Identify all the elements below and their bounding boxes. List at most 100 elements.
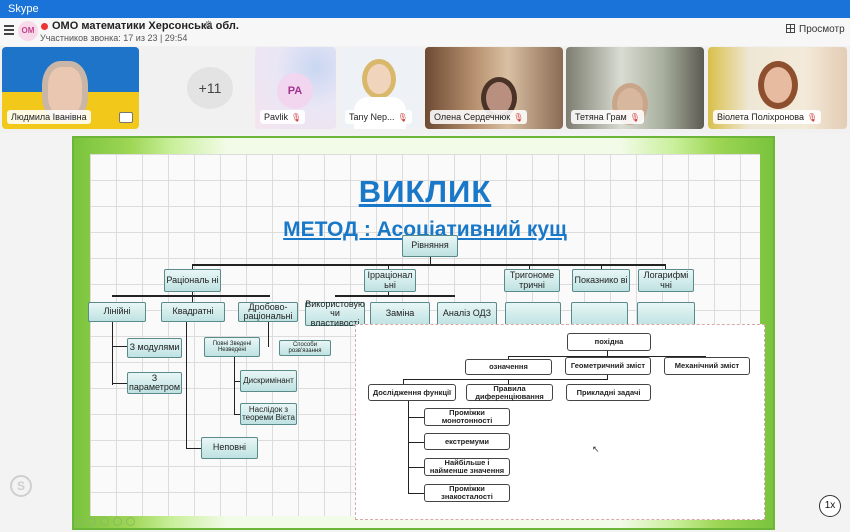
participant-name-wrap: Тетяна Грам🎙 [571,110,644,124]
node-fractional: Дробово- раціональні [238,302,298,322]
mouse-cursor-icon: ↖ [592,444,600,454]
node-exponential: Показнико ві [572,269,630,292]
participant-tile-5[interactable]: Віолета Поліхронова🎙 [708,47,847,129]
connector [665,264,666,270]
app-title: Skype [8,3,39,15]
group-avatar[interactable]: OM [18,21,38,41]
node-logarithmic: Логарифмі чні [638,269,694,292]
more-options-icon[interactable] [126,517,135,526]
participant-tile-3[interactable]: Олена Сердечнюк🎙 [425,47,563,129]
node-irrational: Ірраціонал ьні [364,269,416,292]
connector [408,493,424,494]
participant-name-wrap: Pavlik🎙 [260,110,306,124]
participant-name: Tany Nep... [349,112,395,122]
connector [192,264,666,266]
slide-title: ВИКЛИК [358,174,492,209]
connector [186,448,202,449]
screen-share-icon[interactable] [119,112,133,123]
participant-tile-1[interactable]: PA Pavlik🎙 [255,47,336,129]
connector [508,356,509,359]
node-incomplete: Неповні [201,437,258,459]
node-discriminant: Дискримінант [240,370,297,392]
node-trigonometric: Тригономе тричні [504,269,560,292]
node-definition: означення [465,359,552,375]
participant-tile-0[interactable]: Людмила Іванівна [2,47,139,129]
connector [335,295,455,297]
connector [186,321,187,449]
participant-avatar: PA [277,73,313,109]
connector [408,417,424,418]
view-button[interactable]: Просмотр [786,24,845,35]
participant-name-wrap: Tany Nep...🎙 [345,110,412,124]
skype-logo-icon: S [10,475,32,497]
grid-icon [786,24,795,33]
connector [234,381,240,382]
mic-muted-icon: 🎙 [807,113,818,122]
node-derivative: похідна [567,333,651,351]
node-empty [505,302,561,326]
mic-muted-icon: 🎙 [397,113,408,122]
view-label: Просмотр [799,24,845,35]
connector [192,292,193,302]
call-header: OM ОМО математики Херсонська обл. ⚙ Учас… [0,18,850,46]
node-quadratic-types: Повні Зведені Незведені [204,337,260,357]
node-solving-methods: Способи розв'язання [279,340,331,356]
participant-name: Тетяна Грам [575,112,627,122]
participant-name: Віолета Поліхронова [717,112,804,122]
node-properties: Використовую чи властивості [305,298,365,328]
connector [192,264,193,270]
connector [388,292,389,296]
node-substitution: Заміна [370,302,430,326]
playback-speed-button[interactable]: 1x [819,495,841,517]
node-quadratic: Квадратні [161,302,225,322]
participant-tile-2[interactable]: Tany Nep...🎙 [340,47,421,129]
connector [388,264,389,270]
app-titlebar: Skype [0,0,850,18]
node-modulus: З модулями [127,338,182,358]
connector [529,264,530,270]
prev-slide-icon[interactable] [74,517,83,526]
node-empty [571,302,628,326]
connector [607,375,608,380]
slide-controls[interactable] [74,513,174,526]
participant-video [758,61,798,109]
pen-icon[interactable] [100,517,109,526]
participant-name-wrap: Олена Сердечнюк🎙 [430,110,528,124]
node-rational: Раціональ ні [164,269,221,292]
connector [408,442,424,443]
node-parameter: З параметром [127,372,182,394]
more-participants-button[interactable]: +11 [187,67,233,109]
participant-tile-4[interactable]: Тетяна Грам🎙 [566,47,704,129]
connector [112,295,270,297]
node-vieta: Наслідок з теореми Вієта [240,403,297,425]
participant-name-wrap: Віолета Поліхронова🎙 [713,110,822,124]
hamburger-menu-icon[interactable] [4,25,14,35]
shared-screen: S ВИКЛИК МЕТОД : Асоціативний кущ Рівнян… [0,133,850,532]
connector [403,379,608,380]
participant-name: Pavlik [264,112,289,122]
connector [508,379,509,384]
connector [607,351,608,357]
connector [601,264,602,270]
connector [234,414,240,415]
call-title[interactable]: ОМО математики Херсонська обл. [52,20,239,32]
node-differentiation-rules: Правила диференціювання [466,384,553,401]
connector [408,467,424,468]
node-sign-constancy: Проміжки знакосталості [424,484,510,502]
node-mechanical-meaning: Механічний зміст [664,357,750,375]
node-applied-problems: Прикладні задачі [566,384,651,401]
participant-video [362,59,396,99]
slide-subtitle: МЕТОД : Асоціативний кущ [283,218,567,241]
mic-muted-icon: 🎙 [629,113,640,122]
settings-icon[interactable]: ⚙ [204,20,213,31]
participant-name: Олена Сердечнюк [434,112,511,122]
connector [403,379,404,384]
node-linear: Лінійні [88,302,146,322]
next-slide-icon[interactable] [87,517,96,526]
connector [408,401,409,494]
node-extrema: екстремуми [424,433,510,450]
connector [268,321,269,347]
mic-muted-icon: 🎙 [513,113,524,122]
call-subtitle: Участников звонка: 17 из 23 | 29:54 [40,33,188,43]
zoom-icon[interactable] [113,517,122,526]
